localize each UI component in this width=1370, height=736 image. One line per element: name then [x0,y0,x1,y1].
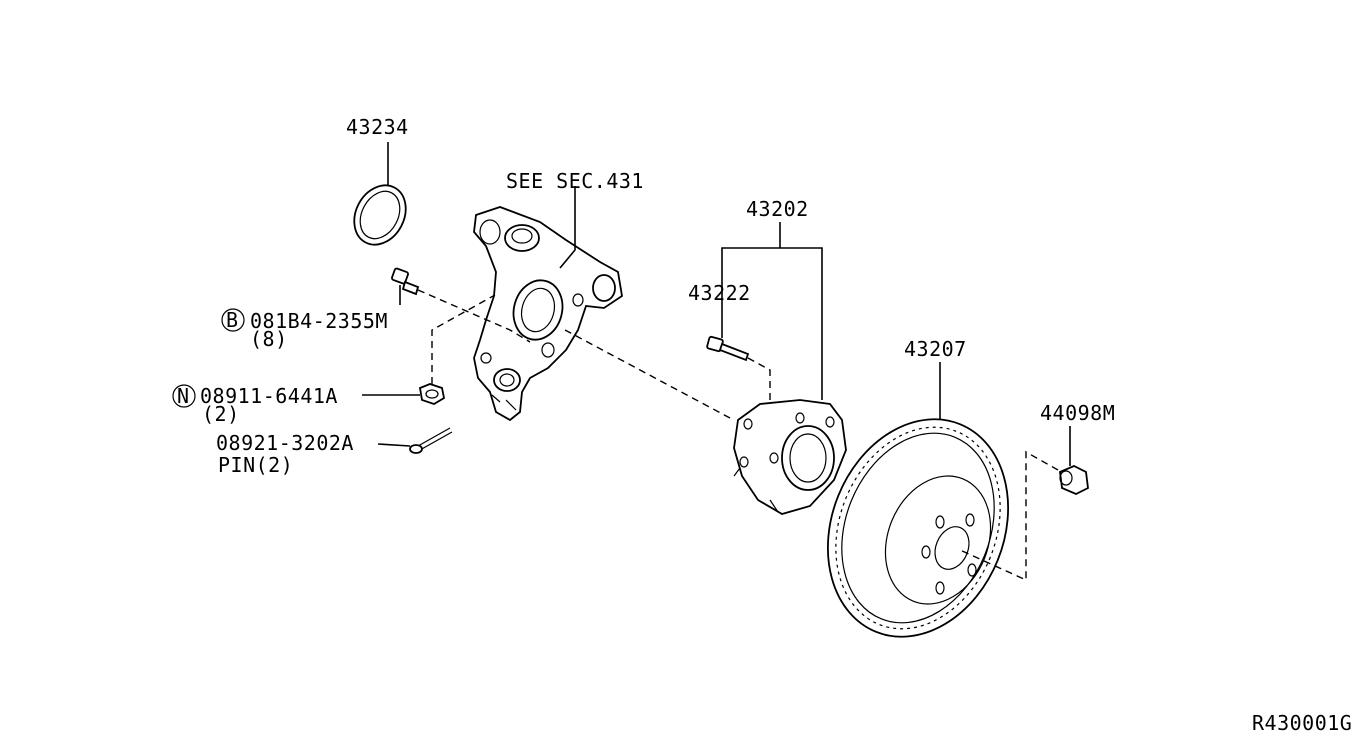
label-pin-part[interactable]: 08921-3202A [216,431,354,455]
cotter-pin[interactable] [409,427,453,454]
label-knuckle-ref[interactable]: SEE SEC.431 [506,169,644,193]
label-43222[interactable]: 43222 [688,281,751,305]
leader-pin [377,443,411,447]
label-bolt-part[interactable]: 081B4-2355M [250,309,388,333]
seal-ring-43234[interactable] [344,176,415,253]
leader-43202 [721,247,823,400]
label-pin-desc: PIN(2) [218,453,293,477]
label-43234[interactable]: 43234 [346,115,409,139]
label-nut-part[interactable]: 08911-6441A [200,384,338,408]
label-bolt-qty: (8) [250,327,288,351]
rotor-plug[interactable] [1059,465,1089,495]
steering-knuckle[interactable] [473,206,623,422]
label-43202[interactable]: 43202 [746,197,809,221]
knuckle-bolt[interactable] [391,267,420,296]
svg-text:N: N [177,384,190,408]
hub-bolt-dashed-path [747,357,771,410]
hub-bolt-43222[interactable] [706,335,750,362]
label-43207[interactable]: 43207 [904,337,967,361]
svg-text:B: B [226,308,239,332]
bolt-dashed-path [417,289,531,343]
bolt-symbol-b: B [221,308,245,332]
diagram-reference-id: R430001G [1252,711,1352,735]
nut-symbol-n: N [172,384,196,408]
hub-bearing-assembly[interactable] [733,399,847,515]
knuckle-hub-dashed-path [564,329,731,419]
plug-dashed-path [959,450,1059,582]
nut[interactable] [418,383,446,405]
label-nut-qty: (2) [202,402,240,426]
leader-knuckle-ref [559,186,576,269]
brake-rotor[interactable] [796,392,1039,664]
nut-dashed-path [431,294,496,384]
label-44098M[interactable]: 44098M [1040,401,1115,425]
